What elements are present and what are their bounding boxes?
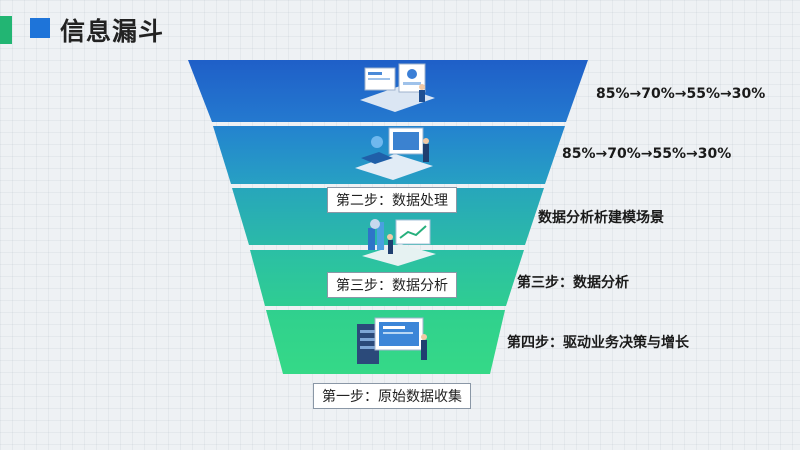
side-text-2: 85%→70%→55%→30%: [562, 146, 732, 162]
server-illustration-icon: [357, 317, 427, 364]
side-text-1: 85%→70%→55%→30%: [596, 86, 766, 102]
data-processing-illustration-icon: [355, 127, 433, 180]
title-square-icon: [30, 18, 50, 38]
analytics-illustration-icon: [362, 219, 436, 266]
page-title: 信息漏斗: [60, 17, 165, 46]
side-text-3: 数据分析析建模场景: [538, 210, 664, 226]
stage-label-step1: 第一步：原始数据收集: [313, 383, 471, 409]
stage-label-step2: 第二步：数据处理: [327, 187, 457, 213]
accent-bar: [0, 16, 12, 44]
funnel-layer-3: [232, 188, 544, 245]
dashboard-illustration-icon: [360, 63, 435, 112]
side-text-4: 第三步：数据分析: [517, 275, 629, 291]
side-text-5: 第四步：驱动业务决策与增长: [507, 335, 689, 351]
stage-label-step3: 第三步：数据分析: [327, 272, 457, 298]
funnel-layer-2: [213, 126, 565, 184]
